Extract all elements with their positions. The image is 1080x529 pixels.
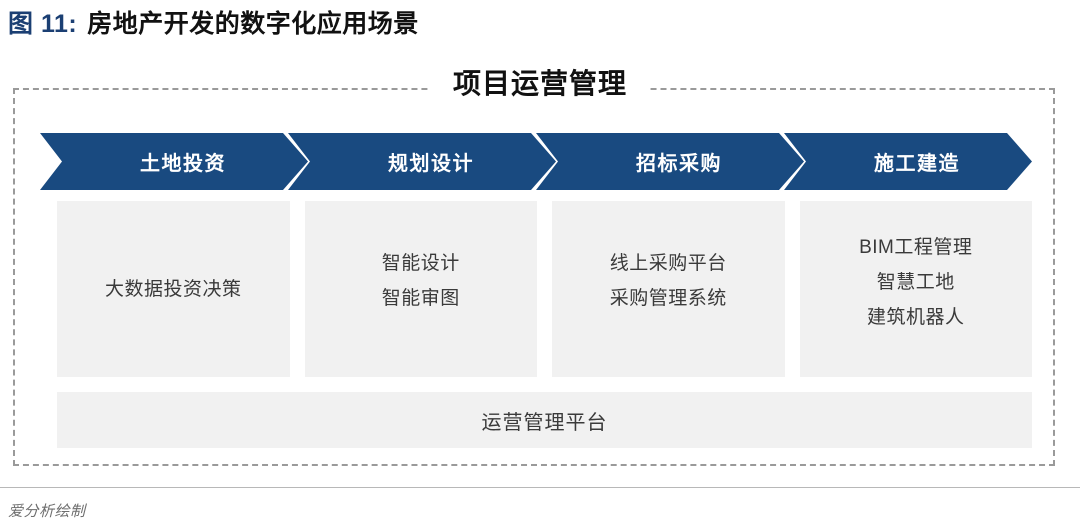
application-item: 智能设计 xyxy=(381,253,460,274)
stage-chevron-row: 土地投资 规划设计 招标采购 施工建造 xyxy=(40,133,1032,190)
application-box-land-investment[interactable]: 大数据投资决策 xyxy=(57,201,290,377)
platform-bar-label: 运营管理平台 xyxy=(481,411,608,434)
application-box-construction[interactable]: BIM工程管理 智慧工地 建筑机器人 xyxy=(799,201,1032,377)
application-box-row: 大数据投资决策 智能设计 智能审图 线上采购平台 采购管理系统 BIM工程管理 … xyxy=(57,201,1032,377)
application-item: 建筑机器人 xyxy=(866,306,965,328)
application-box-planning-design[interactable]: 智能设计 智能审图 xyxy=(304,201,537,377)
stage-chevron-construction[interactable]: 施工建造 xyxy=(784,133,1032,190)
page-title: 图 11: 房地产开发的数字化应用场景 xyxy=(8,4,419,40)
stage-chevron-bidding-procurement[interactable]: 招标采购 xyxy=(536,133,804,190)
platform-bar[interactable]: 运营管理平台 xyxy=(57,392,1032,448)
footer-divider xyxy=(0,487,1080,488)
application-item: 智能审图 xyxy=(381,288,460,309)
stage-chevron-planning-design[interactable]: 规划设计 xyxy=(288,133,556,190)
application-item: 采购管理系统 xyxy=(609,288,727,309)
source-note: 爱分析绘制 xyxy=(8,503,86,520)
application-item: 大数据投资决策 xyxy=(104,278,242,300)
stage-label: 土地投资 xyxy=(140,153,226,175)
stage-label: 规划设计 xyxy=(388,153,474,175)
stage-label: 招标采购 xyxy=(636,153,722,175)
application-item: 智慧工地 xyxy=(876,271,955,293)
stage-label: 施工建造 xyxy=(874,153,960,175)
figure-number: 图 11: xyxy=(8,10,78,38)
application-item: 线上采购平台 xyxy=(609,253,727,274)
stage-chevron-land-investment[interactable]: 土地投资 xyxy=(40,133,308,190)
figure-title-text: 房地产开发的数字化应用场景 xyxy=(87,10,419,38)
application-item: BIM工程管理 xyxy=(859,236,973,258)
application-box-bidding-procurement[interactable]: 线上采购平台 采购管理系统 xyxy=(552,201,785,377)
